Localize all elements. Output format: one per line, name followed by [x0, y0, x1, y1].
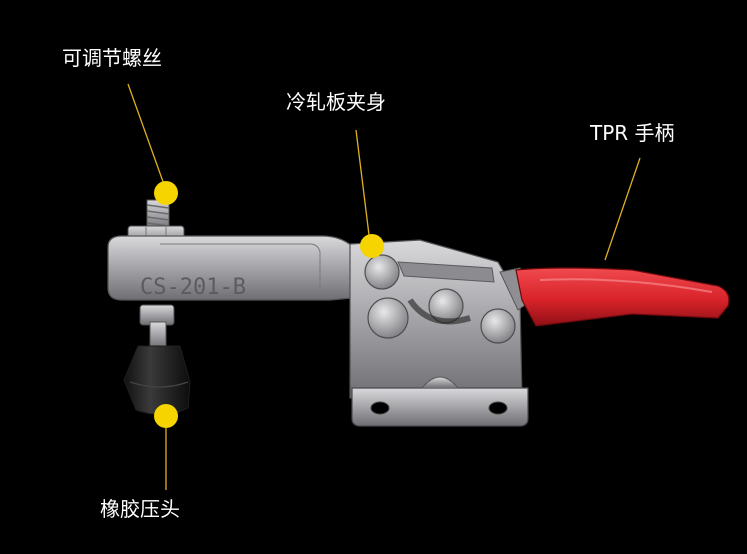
callout-rubber-tip: 橡胶压头: [100, 497, 180, 521]
body-callout-dot: [360, 234, 384, 258]
callout-adjustable-screw: 可调节螺丝: [62, 46, 162, 70]
callout-tpr-handle: TPR 手柄: [590, 121, 675, 145]
clamp-arm: [107, 235, 353, 301]
callout-cold-rolled-body: 冷轧板夹身: [286, 90, 386, 114]
screw-callout-dot: [154, 181, 178, 205]
handle-callout-line: [604, 157, 641, 261]
tpr-handle: [515, 267, 730, 327]
engraved-model-text: CS-201-B: [140, 275, 246, 300]
base-plate: [351, 387, 529, 427]
screw-callout-line: [127, 83, 167, 191]
tip-callout-dot: [154, 404, 178, 428]
rubber-tip: [123, 345, 191, 415]
body-callout-line: [355, 129, 371, 244]
pivot-rivets: [364, 254, 516, 344]
